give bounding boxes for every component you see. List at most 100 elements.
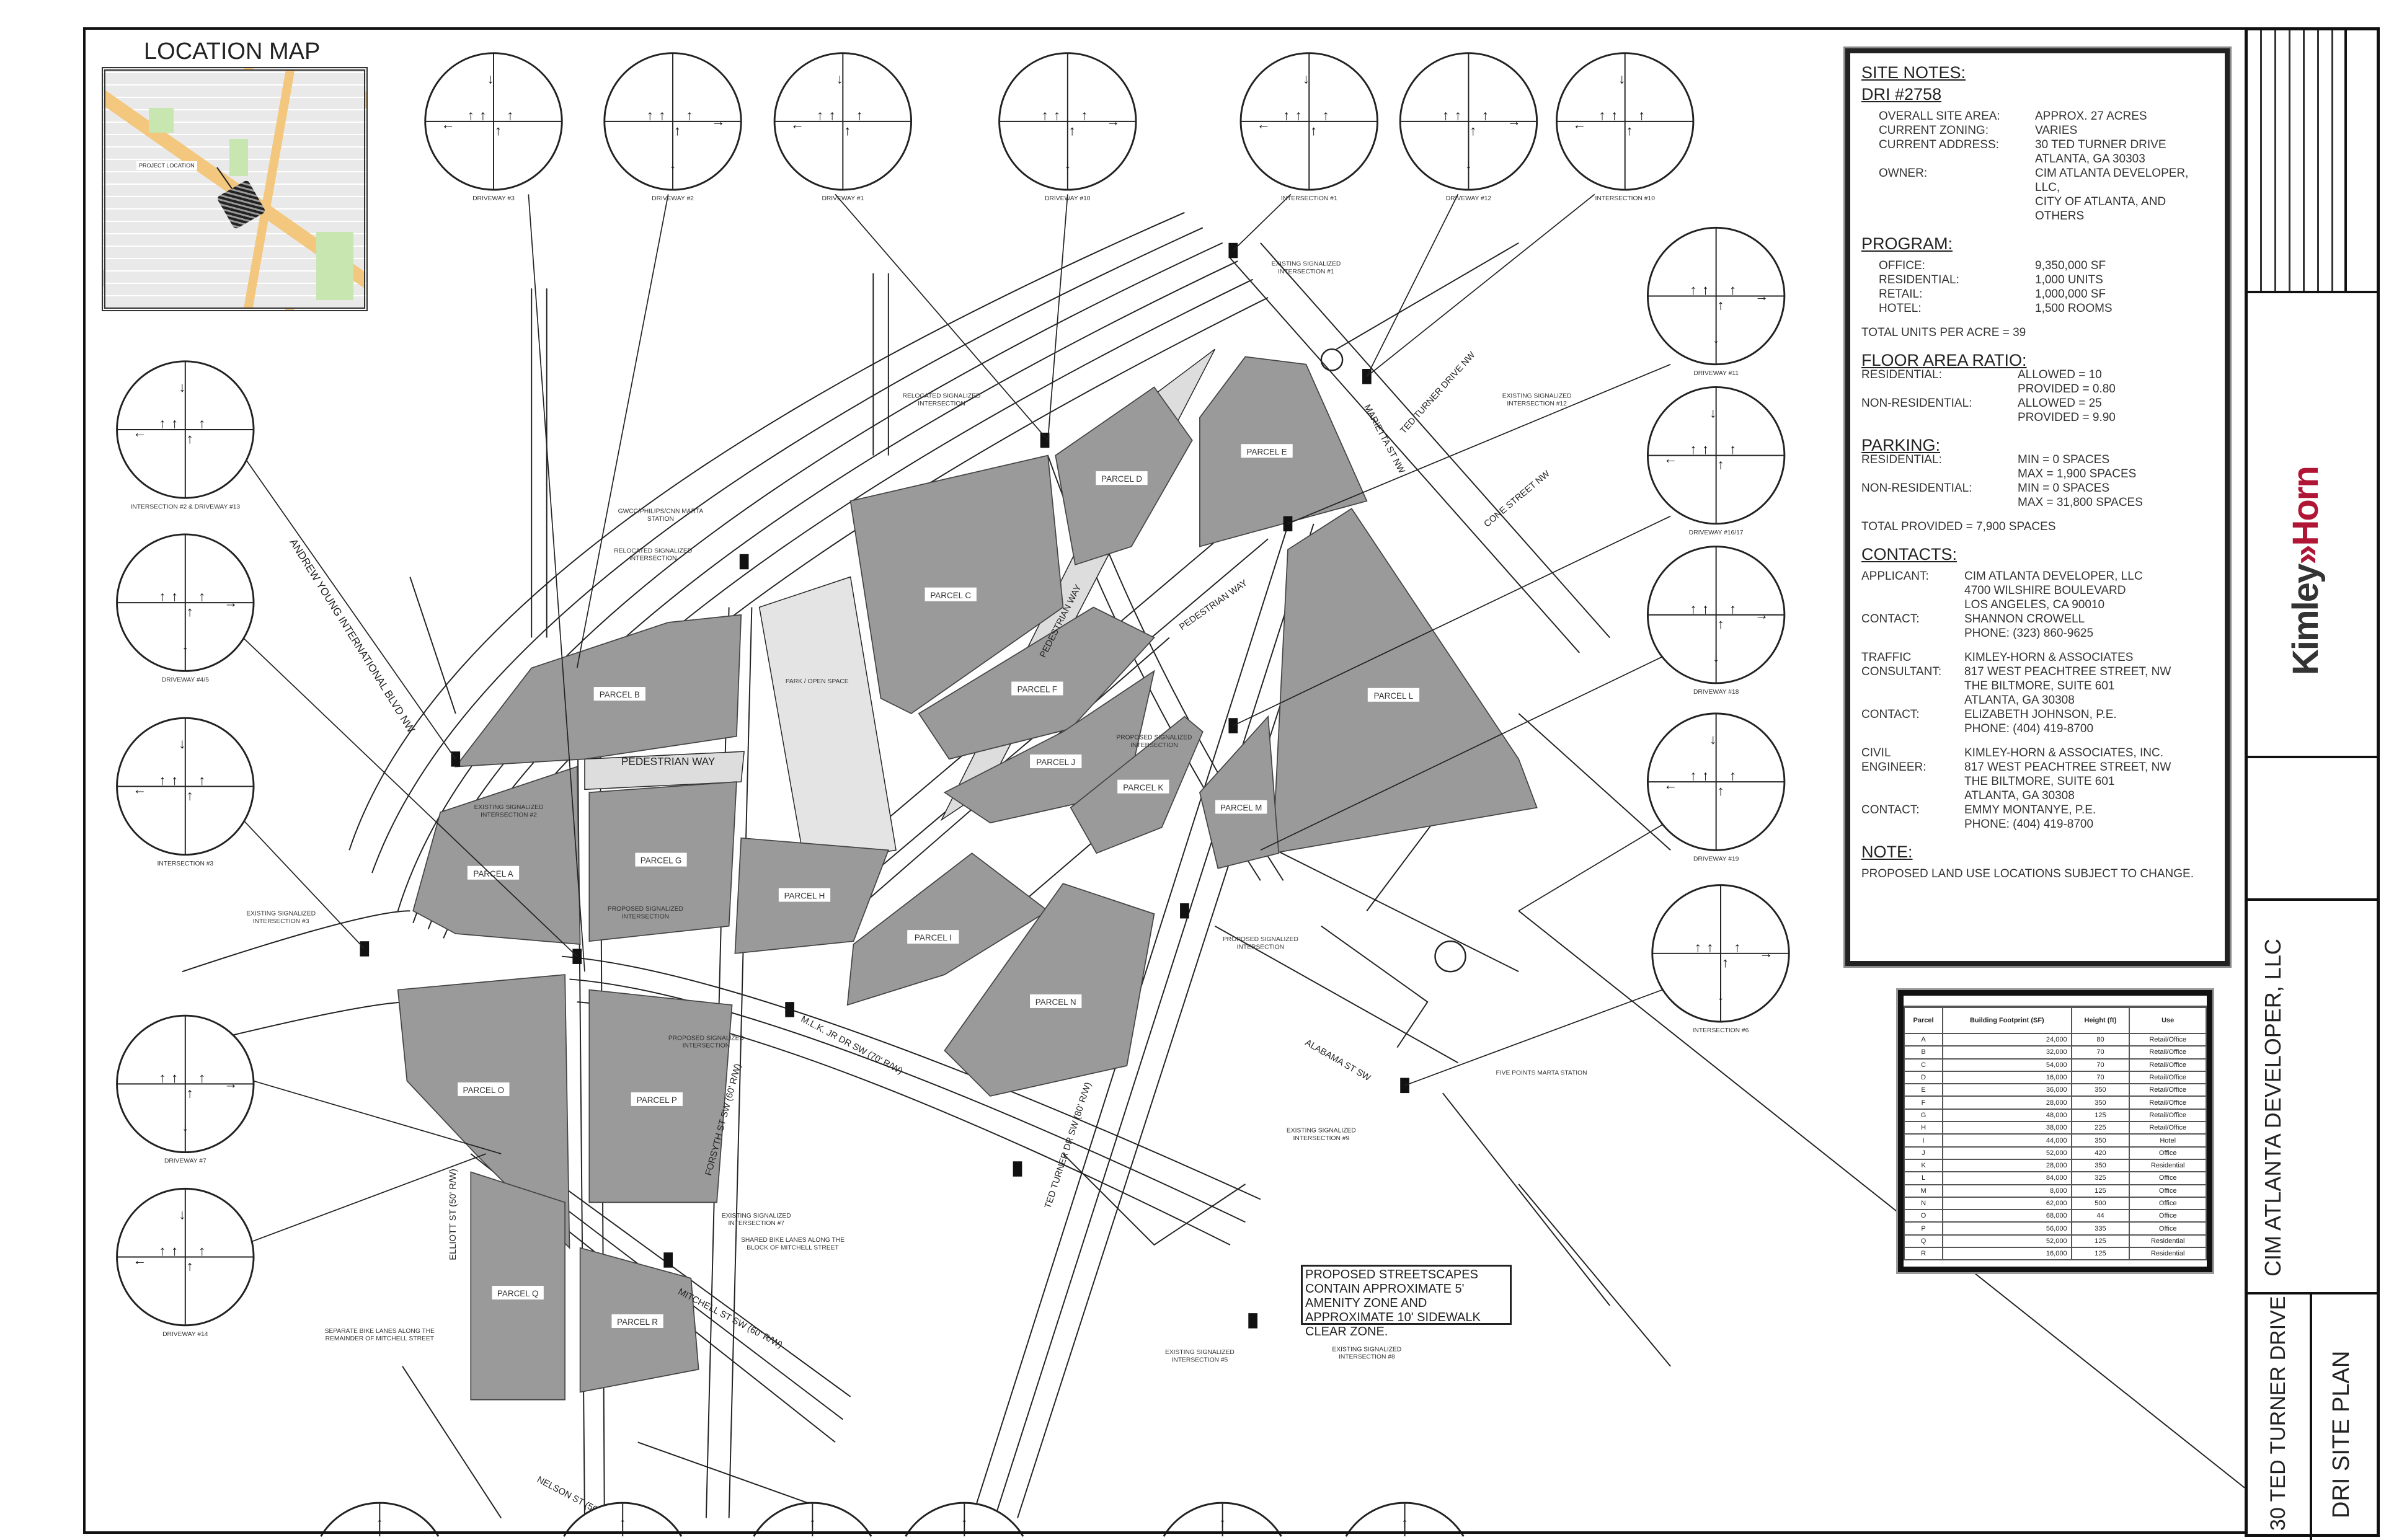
note-value: ATLANTA, GA 30303 — [2035, 153, 2145, 166]
table-cell: P — [1903, 1221, 1944, 1236]
movement-arrow-icon: ↑ — [171, 589, 178, 604]
parcel-i — [846, 852, 1049, 1006]
movement-arrow-icon: ← — [1664, 451, 1677, 466]
parcel-label-bg — [1117, 779, 1169, 794]
table-cell: 325 — [2070, 1171, 2130, 1185]
movement-arrow-icon: ← — [1572, 117, 1586, 132]
movement-arrow-icon: ↓ — [179, 1206, 185, 1222]
turning-movement-diagram: ↑↑↑↑↓←DRIVEWAY #19 — [1646, 712, 1786, 862]
note-row: CONTACT:EMMY MONTANYE, P.E. — [1861, 803, 2214, 817]
annotation-label: PARK / OPEN SPACE — [786, 678, 849, 685]
sheet-title: DRI SITE PLAN — [2328, 1350, 2354, 1518]
note-label: ENGINEER: — [1861, 761, 1927, 774]
table-cell: M — [1903, 1184, 1944, 1198]
note-row: CURRENT ZONING:VARIES — [1861, 123, 2214, 138]
note-label — [1861, 817, 1964, 831]
movement-arrow-icon: ↑ — [1722, 955, 1729, 970]
note-value: CIM ATLANTA DEVELOPER, LLC, — [2035, 167, 2189, 194]
movement-arrow-icon: → — [1507, 113, 1521, 129]
note-label: RESIDENTIAL: — [1861, 453, 1942, 466]
road-line — [1062, 1153, 1246, 1246]
diagram-label: DRIVEWAY #18 — [1693, 689, 1739, 696]
movement-arrow-icon: ↑ — [159, 1070, 166, 1086]
diagram-label: DRIVEWAY #10 — [1045, 195, 1091, 202]
note-label — [1861, 640, 1964, 650]
parcel-label: PARCEL F — [1018, 685, 1057, 694]
leader-line — [242, 455, 456, 759]
note-label — [1861, 467, 2018, 481]
note-label — [1861, 583, 1964, 598]
road-line — [1214, 925, 1458, 1063]
location-map-title: LOCATION MAP — [144, 38, 321, 64]
parcel-label-bg — [635, 852, 687, 867]
table-cell: Residential — [2129, 1247, 2207, 1261]
parcel-label: PARCEL N — [1035, 998, 1076, 1007]
note-value: ALLOWED = 25 — [2018, 397, 2102, 410]
table-cell: 38,000 — [1942, 1121, 2072, 1135]
pedestrian-way — [584, 751, 745, 790]
revisions-grid — [2248, 30, 2377, 293]
road-line — [1260, 242, 1610, 639]
movement-arrow-icon: ↑ — [658, 107, 665, 123]
movement-arrow-icon: ← — [441, 117, 455, 132]
diagram-label: DRIVEWAY #7 — [164, 1158, 206, 1165]
table-cell: 28,000 — [1942, 1095, 2072, 1110]
leader-line — [1404, 986, 1671, 1086]
movement-arrow-icon: ↑ — [198, 772, 205, 788]
note-value: ATLANTA, GA 30308 — [1964, 694, 2075, 707]
movement-arrow-icon: ↑ — [1442, 107, 1449, 123]
parcel-label-bg — [631, 1092, 683, 1106]
table-cell: D — [1903, 1070, 1944, 1085]
table-cell: J — [1903, 1146, 1944, 1160]
note-label — [1861, 195, 2035, 223]
project-location-marker — [216, 179, 267, 230]
parcel-label-bg — [924, 587, 977, 601]
table-cell: Residential — [2129, 1158, 2207, 1173]
movement-arrow-icon: ↑ — [856, 107, 863, 123]
movement-arrow-icon: ↑ — [1702, 601, 1709, 616]
turning-movement-diagram: ↑↑↑↑→↓DRIVEWAY #7 — [116, 1014, 255, 1165]
leader-line — [1366, 193, 1595, 377]
movement-arrow-icon: ↑ — [187, 1085, 193, 1100]
table-cell: Retail/Office — [2129, 1083, 2207, 1097]
note-value: THE BILTMORE, SUITE 601 — [1964, 775, 2115, 788]
logo-text-kimley: Kimley — [2286, 564, 2326, 675]
note-row: THE BILTMORE, SUITE 601 — [1861, 679, 2214, 693]
note-value: ALLOWED = 10 — [2018, 368, 2102, 381]
road-line — [994, 523, 1315, 1519]
park-area — [316, 232, 353, 300]
table-cell: 44 — [2070, 1209, 2130, 1223]
note-row: NON-RESIDENTIAL:ALLOWED = 25 — [1861, 396, 2214, 410]
site-notes-panel: SITE NOTES: DRI #2758 OVERALL SITE AREA:… — [1843, 46, 2232, 968]
turning-movement-diagram: ↑↑↑↑→↓DRIVEWAY #2 — [603, 52, 742, 202]
movement-arrow-icon: ↑ — [1690, 441, 1696, 457]
parcel-label-bg — [1215, 800, 1267, 814]
table-cell: 44,000 — [1942, 1133, 2072, 1148]
table-cell: L — [1903, 1171, 1944, 1185]
movement-arrow-icon: ↑ — [1717, 616, 1724, 632]
movement-arrow-icon: ↓ — [1709, 732, 1716, 747]
parcel-label: PARCEL C — [930, 591, 971, 600]
leader-line — [1233, 515, 1671, 727]
movement-arrow-icon: ↑ — [619, 1515, 626, 1530]
traffic-signal-icon — [663, 1252, 673, 1268]
note-row — [1861, 640, 2214, 650]
sheet-border — [83, 27, 2245, 1534]
road-line — [1518, 713, 1671, 851]
note-value: CIM ATLANTA DEVELOPER, LLC — [1964, 570, 2143, 583]
logo-text-horn: Horn — [2286, 467, 2326, 546]
movement-arrow-icon: ↑ — [1690, 282, 1696, 298]
movement-arrow-icon: ↑ — [376, 1515, 383, 1530]
street-label: ELLIOTT ST (50' R/W) — [448, 1169, 458, 1260]
table-cell: Residential — [2129, 1234, 2207, 1249]
parcel-label-bg — [778, 888, 831, 902]
movement-arrow-icon: ↑ — [159, 589, 166, 604]
note-value: 1,500 ROOMS — [2035, 302, 2113, 315]
